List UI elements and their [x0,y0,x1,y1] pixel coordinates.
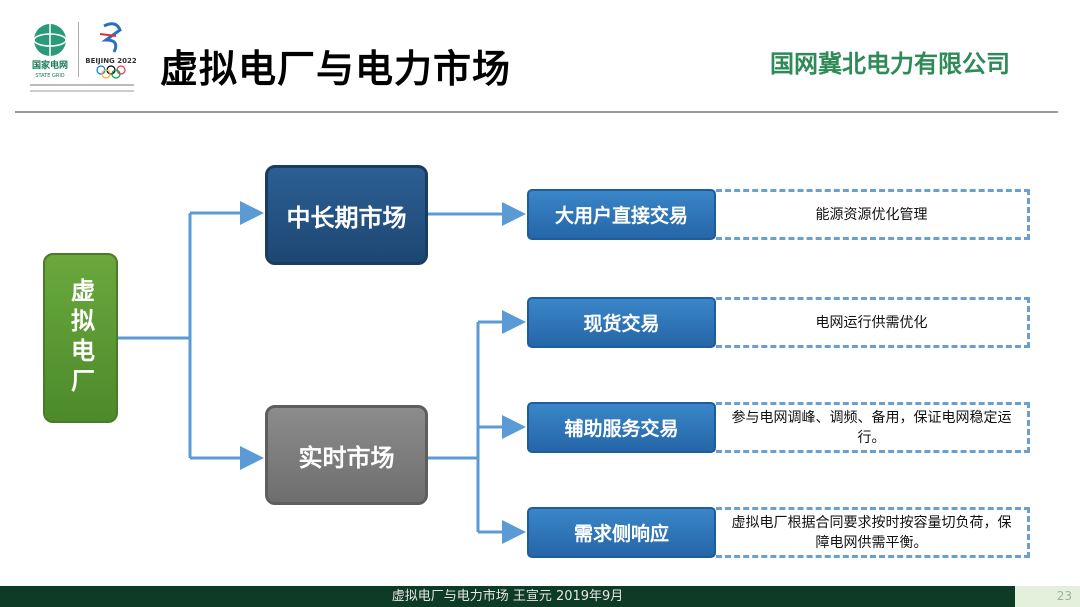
desc-direct-trading: 能源资源优化管理 [716,189,1030,240]
header-divider [15,111,1058,113]
company-name: 国网冀北电力有限公司 [770,50,1010,78]
branch-realtime-market: 实时市场 [265,405,428,505]
root-node: 虚拟电厂 [43,253,118,423]
leaf-demand-response: 需求侧响应 [527,507,716,558]
desc-demand-response: 虚拟电厂根据合同要求按时按容量切负荷，保障电网供需平衡。 [716,507,1030,558]
logo-divider [78,22,79,77]
connector-root [118,213,192,458]
state-grid-logo: 国家电网 STATE GRID [28,20,72,80]
beijing-2022-logo: BEIJING 2022 [85,18,137,80]
leaf-direct-trading: 大用户直接交易 [527,189,716,240]
branch-long-term-market: 中长期市场 [265,165,428,265]
footer-text: 虚拟电厂与电力市场 王宣元 2019年9月 [0,586,1015,607]
page-title: 虚拟电厂与电力市场 [160,47,512,91]
desc-spot-trading: 电网运行供需优化 [716,297,1030,348]
leaf-ancillary-services: 辅助服务交易 [527,402,716,453]
desc-ancillary-services: 参与电网调峰、调频、备用，保证电网稳定运行。 [716,402,1030,453]
svg-text:国家电网: 国家电网 [32,59,68,71]
svg-text:BEIJING 2022: BEIJING 2022 [86,57,136,65]
leaf-spot-trading: 现货交易 [527,297,716,348]
logo-caption-lines [30,84,134,96]
svg-text:STATE GRID: STATE GRID [35,73,64,79]
connector-mid2 [428,322,480,532]
page-number: 23 [1015,586,1080,607]
